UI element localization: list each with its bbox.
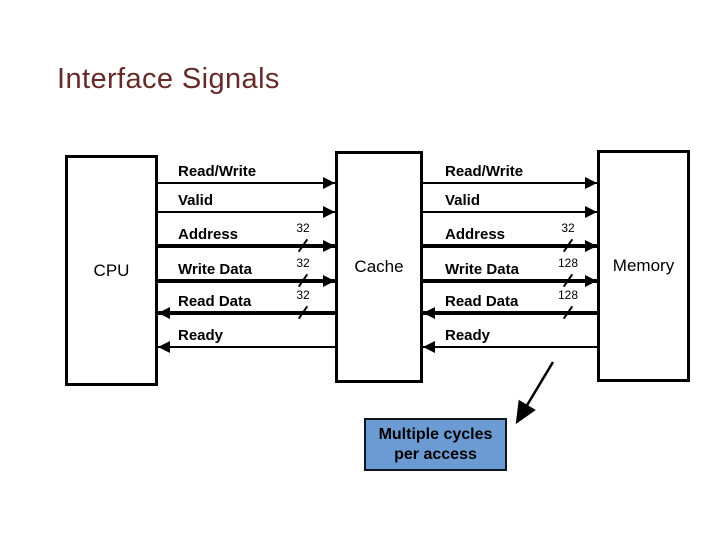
signal-line-cache-memory-read-data xyxy=(423,311,597,315)
signal-label-cpu-cache-read-write: Read/Write xyxy=(178,163,257,180)
bus-width-value: 128 xyxy=(557,288,579,302)
callout-line-1: Multiple cycles xyxy=(378,425,493,443)
arrowhead-right-icon xyxy=(585,206,597,218)
signal-line-cpu-cache-read-data xyxy=(158,311,335,315)
signal-label-cache-memory-ready: Ready xyxy=(445,327,491,344)
signal-label-cache-memory-read-data: Read Data xyxy=(445,293,519,310)
arrowhead-left-icon xyxy=(158,307,170,319)
arrowhead-right-icon xyxy=(323,177,335,189)
signal-line-cpu-cache-address xyxy=(158,244,335,248)
bus-width-value: 128 xyxy=(557,256,579,270)
callout-line-2: per access xyxy=(394,445,477,463)
arrowhead-right-icon xyxy=(323,240,335,252)
cache-label: Cache xyxy=(354,257,404,276)
cpu-label: CPU xyxy=(93,260,130,280)
signal-line-cpu-cache-read-write xyxy=(158,182,335,184)
signal-label-cache-memory-write-data: Write Data xyxy=(445,261,519,278)
bus-width-value: 32 xyxy=(296,256,310,270)
signal-label-cache-memory-address: Address xyxy=(445,226,506,243)
arrowhead-left-icon xyxy=(158,341,170,353)
signal-label-cpu-cache-write-data: Write Data xyxy=(178,261,252,278)
signal-label-cache-memory-read-write: Read/Write xyxy=(445,163,524,180)
arrowhead-right-icon xyxy=(585,177,597,189)
arrowhead-right-icon xyxy=(323,275,335,287)
bus-width-value: 32 xyxy=(296,221,310,235)
page-title: Interface Signals xyxy=(57,63,280,95)
arrowhead-right-icon xyxy=(323,206,335,218)
signal-label-cpu-cache-address: Address xyxy=(178,226,239,243)
signal-label-cache-memory-valid: Valid xyxy=(445,192,481,209)
arrowhead-left-icon xyxy=(423,341,435,353)
signal-label-cpu-cache-read-data: Read Data xyxy=(178,293,252,310)
signal-line-cache-memory-read-write xyxy=(423,182,597,184)
cache-box: Cache xyxy=(335,151,423,383)
memory-box: Memory xyxy=(597,150,690,382)
signal-label-cpu-cache-valid: Valid xyxy=(178,192,214,209)
bus-width-value: 32 xyxy=(296,288,310,302)
callout-box: Multiple cycles per access xyxy=(364,418,507,471)
signal-label-cpu-cache-ready: Ready xyxy=(178,327,224,344)
signal-line-cache-memory-address xyxy=(423,244,597,248)
signal-line-cache-memory-valid xyxy=(423,211,597,213)
signal-line-cpu-cache-ready xyxy=(158,346,335,348)
arrowhead-left-icon xyxy=(423,307,435,319)
signal-line-cpu-cache-valid xyxy=(158,211,335,213)
cpu-box: CPU xyxy=(65,155,158,386)
memory-label: Memory xyxy=(612,256,675,275)
bus-width-value: 32 xyxy=(561,221,575,235)
signal-line-cache-memory-ready xyxy=(423,346,597,348)
signal-line-cache-memory-write-data xyxy=(423,279,597,283)
arrowhead-right-icon xyxy=(585,275,597,287)
arrowhead-right-icon xyxy=(585,240,597,252)
signal-line-cpu-cache-write-data xyxy=(158,279,335,283)
